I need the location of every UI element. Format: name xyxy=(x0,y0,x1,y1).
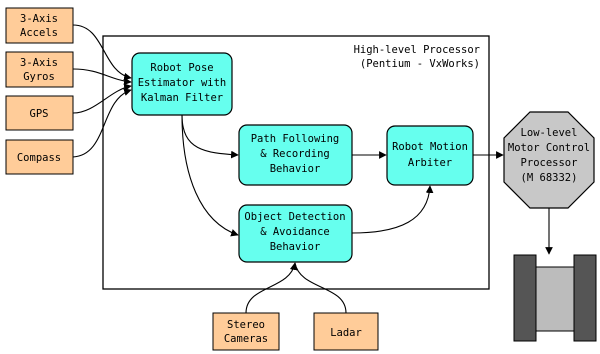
edge-pose-to-obstacle xyxy=(181,114,239,237)
edge-gps-to-pose xyxy=(72,83,132,114)
stereo-label-line1: Stereo xyxy=(227,319,265,331)
compass-label: Compass xyxy=(17,152,61,164)
low-level-label-line3: Processor xyxy=(521,157,578,169)
robot-body xyxy=(535,266,575,332)
module-motion-arbiter: Robot Motion Arbiter xyxy=(386,125,474,186)
sensor-gyros: 3-Axis Gyros xyxy=(5,51,74,88)
obstacle-label-line3: Behavior xyxy=(270,241,321,253)
path-label-line3: Behavior xyxy=(270,163,321,175)
edge-obstacle-to-arbiter xyxy=(351,185,434,234)
pose-label-line2: Estimator with xyxy=(138,77,227,89)
edge-pose-to-path xyxy=(181,114,239,159)
edge-ladar-to-obstacle xyxy=(294,262,347,314)
sensor-compass: Compass xyxy=(5,139,74,175)
edge-stereo-to-obstacle xyxy=(245,262,298,314)
module-object-detection: Object Detection & Avoidance Behavior xyxy=(238,204,353,263)
sensor-accels: 3-Axis Accels xyxy=(5,7,74,44)
pose-label-line1: Robot Pose xyxy=(150,62,213,74)
robot-left-track xyxy=(513,254,537,342)
obstacle-label-line1: Object Detection xyxy=(244,211,345,223)
gps-box xyxy=(5,95,74,131)
gyros-label-line1: 3-Axis xyxy=(20,57,58,69)
accels-label-line1: 3-Axis xyxy=(20,13,58,25)
stereo-label-line2: Cameras xyxy=(224,333,268,345)
path-label-line2: & Recording xyxy=(260,148,330,160)
arbiter-label-line2: Arbiter xyxy=(408,157,452,169)
robot-vehicle-icon xyxy=(513,254,597,342)
high-level-processor-box: High-level Processor (Pentium - VxWorks) xyxy=(102,35,490,290)
module-pose-estimator: Robot Pose Estimator with Kalman Filter xyxy=(131,52,233,116)
arbiter-box xyxy=(386,125,474,186)
low-level-label-line1: Low-level xyxy=(521,127,578,139)
edge-gyros-to-pose xyxy=(72,68,132,86)
connectors xyxy=(72,24,553,314)
low-level-processor: Low-level Motor Control Processor (M 683… xyxy=(503,111,595,209)
compass-box xyxy=(5,139,74,175)
stereo-box xyxy=(212,312,280,351)
sensor-stereo-cameras: Stereo Cameras xyxy=(212,312,280,351)
processor-subtitle: (Pentium - VxWorks) xyxy=(360,58,480,70)
low-level-label-line2: Motor Control xyxy=(508,142,590,154)
low-level-label-line4: (M 68332) xyxy=(521,172,578,184)
module-path-following: Path Following & Recording Behavior xyxy=(238,124,353,186)
low-level-octagon xyxy=(503,111,595,209)
sensor-gps: GPS xyxy=(5,95,74,131)
sensor-ladar: Ladar xyxy=(313,312,379,351)
arbiter-label-line1: Robot Motion xyxy=(392,141,468,153)
accels-box xyxy=(5,7,74,44)
edge-accels-to-pose xyxy=(72,24,132,81)
robot-right-track xyxy=(573,254,597,342)
gps-label: GPS xyxy=(30,108,49,120)
processor-title: High-level Processor xyxy=(354,44,480,56)
path-label-line1: Path Following xyxy=(251,133,340,145)
gyros-label-line2: Gyros xyxy=(23,71,55,83)
obstacle-label-line2: & Avoidance xyxy=(260,226,330,238)
ladar-label: Ladar xyxy=(330,327,362,339)
accels-label-line2: Accels xyxy=(20,27,58,39)
edge-compass-to-pose xyxy=(72,88,132,158)
pose-label-line3: Kalman Filter xyxy=(141,92,223,104)
